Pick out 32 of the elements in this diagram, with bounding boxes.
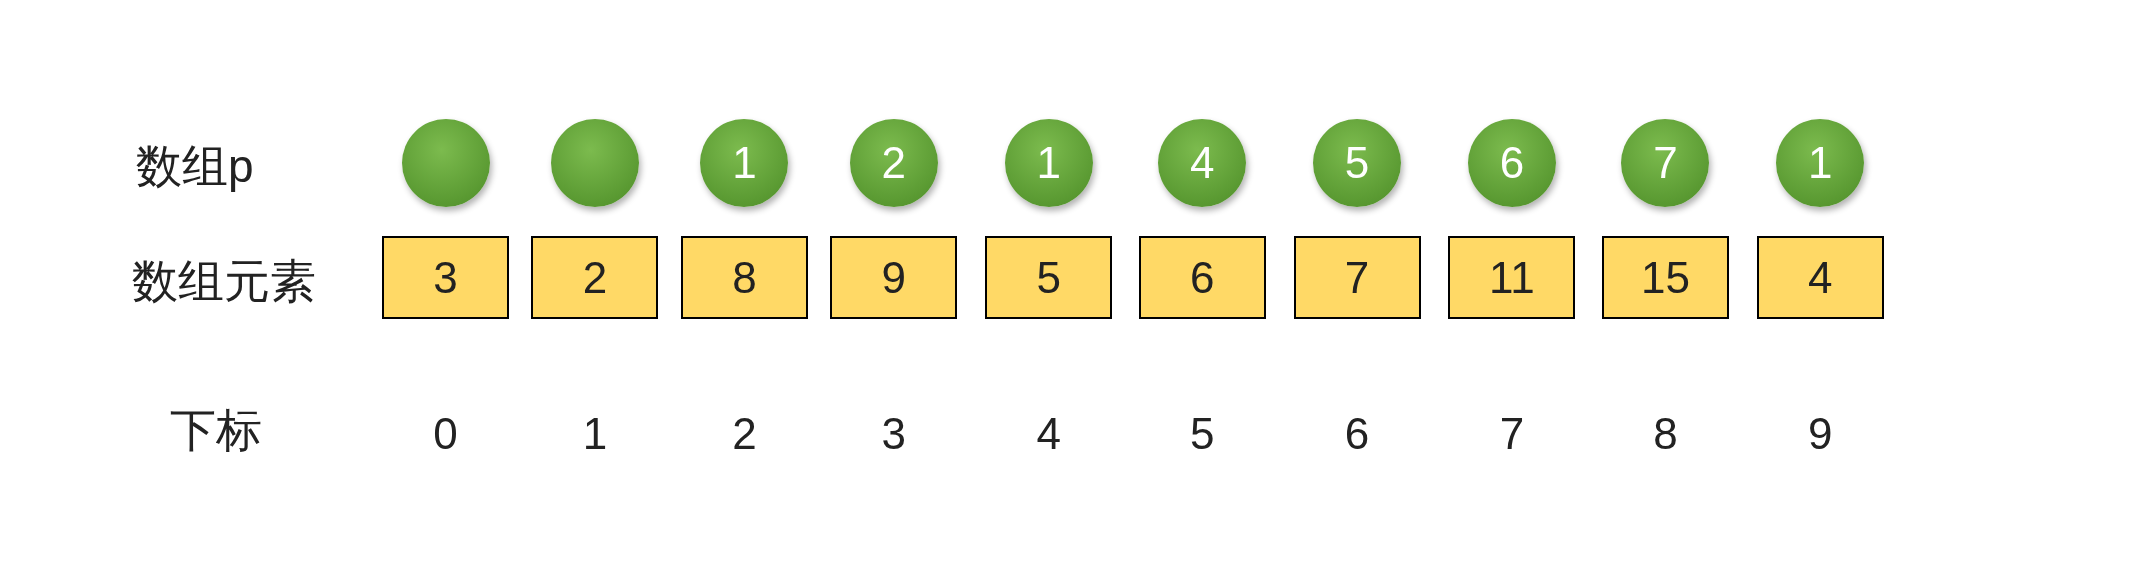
row-label: 数组元素 xyxy=(132,258,316,304)
number-circle: 1 xyxy=(700,119,789,207)
array-cell: 9 xyxy=(830,236,958,319)
array-cell: 7 xyxy=(1293,236,1421,319)
number-circle: 1 xyxy=(1004,119,1093,207)
index-number: 9 xyxy=(1808,412,1833,456)
array-cell: 4 xyxy=(1756,236,1884,319)
array-cell: 5 xyxy=(985,236,1113,319)
number-circle: 1 xyxy=(1776,119,1865,207)
number-circle: 2 xyxy=(849,119,938,207)
index-number: 0 xyxy=(433,412,458,456)
index-number: 4 xyxy=(1036,412,1061,456)
number-circle: 5 xyxy=(1313,119,1402,207)
array-cell: 15 xyxy=(1601,236,1729,319)
number-circle xyxy=(551,119,639,207)
row-label: 下标 xyxy=(170,407,262,453)
index-number: 3 xyxy=(881,412,907,456)
array-cell: 6 xyxy=(1138,236,1266,319)
index-number: 5 xyxy=(1189,412,1215,456)
index-number: 2 xyxy=(732,412,757,456)
number-circle: 7 xyxy=(1621,119,1710,207)
array-cell: 3 xyxy=(382,236,510,319)
index-number: 7 xyxy=(1499,412,1525,456)
number-circle: 6 xyxy=(1467,119,1556,207)
number-circle: 4 xyxy=(1158,119,1247,207)
array-cell: 11 xyxy=(1448,236,1576,319)
index-number: 8 xyxy=(1653,412,1678,456)
array-cell: 2 xyxy=(531,236,659,319)
number-circle xyxy=(401,119,490,207)
array-cell: 8 xyxy=(680,236,808,319)
index-number: 1 xyxy=(582,412,608,456)
index-number: 6 xyxy=(1344,412,1370,456)
